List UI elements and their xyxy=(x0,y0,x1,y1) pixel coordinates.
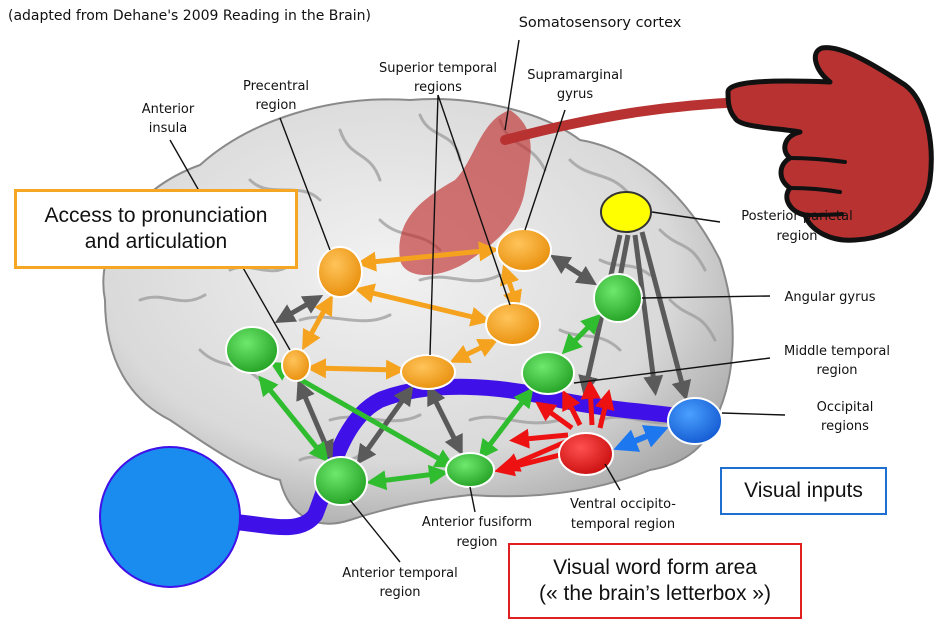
label-precentral-2: region xyxy=(255,98,296,113)
vwfa-box: Visual word form area (« the brain’s let… xyxy=(508,543,802,619)
label-anterior-temporal-1: Anterior temporal xyxy=(342,566,458,581)
label-anterior-insula-1: Anterior xyxy=(142,102,195,117)
label-anterior-temporal-2: region xyxy=(379,585,420,600)
region-nodes xyxy=(225,191,723,506)
green-arrows xyxy=(258,313,602,491)
label-precentral-1: Precentral xyxy=(243,79,309,94)
pronunciation-line-2: and articulation xyxy=(84,230,228,253)
node-superior-temporal xyxy=(485,302,541,346)
visual-input-circle xyxy=(99,446,241,588)
label-posterior-parietal-2: region xyxy=(776,229,817,244)
node-angular xyxy=(593,273,643,323)
node-anterior-fusiform xyxy=(445,452,495,488)
vwfa-line-1: Visual word form area xyxy=(553,555,757,579)
label-occipital-2: regions xyxy=(821,419,869,434)
node-middle-temporal xyxy=(521,351,575,395)
visual-inputs-box: Visual inputs xyxy=(720,467,887,515)
label-ventral-1: Ventral occipito- xyxy=(570,497,676,512)
label-anterior-fusiform-2: region xyxy=(456,535,497,550)
node-ventral xyxy=(558,432,614,476)
pronunciation-line-1: Access to pronunciation xyxy=(44,203,268,227)
label-superior-temporal-1: Superior temporal xyxy=(379,61,497,76)
somatosensory-highlight xyxy=(399,110,531,275)
node-posterior-parietal xyxy=(600,191,652,233)
label-ventral-2: temporal region xyxy=(571,517,675,532)
leader-lines xyxy=(169,39,786,563)
visual-inputs-label: Visual inputs xyxy=(744,478,863,502)
pointing-hand-icon xyxy=(500,45,934,243)
node-supramarginal xyxy=(496,228,552,272)
region-labels: Somatosensory cortex Supramarginal gyrus… xyxy=(142,15,890,600)
node-anterior-temporal xyxy=(314,456,368,506)
label-angular: Angular gyrus xyxy=(785,290,876,305)
label-superior-temporal-2: regions xyxy=(414,80,462,95)
label-supramarginal-2: gyrus xyxy=(557,87,594,102)
vwfa-line-2: (« the brain’s letterbox ») xyxy=(539,582,771,605)
label-middle-temporal-1: Middle temporal xyxy=(784,344,890,359)
label-posterior-parietal-1: Posterior parietal xyxy=(741,209,852,224)
node-precentral xyxy=(317,246,363,298)
label-anterior-fusiform-1: Anterior fusiform xyxy=(422,515,532,530)
label-middle-temporal-2: region xyxy=(816,363,857,378)
label-anterior-insula-2: insula xyxy=(149,121,187,136)
node-orange-mid xyxy=(400,354,456,390)
credit-text: (adapted from Dehane's 2009 Reading in t… xyxy=(8,8,371,24)
node-occipital xyxy=(667,397,723,445)
label-somatosensory: Somatosensory cortex xyxy=(519,15,682,31)
node-green-left xyxy=(225,326,279,374)
label-supramarginal-1: Supramarginal xyxy=(527,68,622,83)
pronunciation-box: Access to pronunciation and articulation xyxy=(14,189,298,269)
label-occipital-1: Occipital xyxy=(817,400,874,415)
node-anterior-insula xyxy=(281,348,311,382)
red-arrows xyxy=(494,379,615,477)
blue-arrow xyxy=(613,425,669,452)
